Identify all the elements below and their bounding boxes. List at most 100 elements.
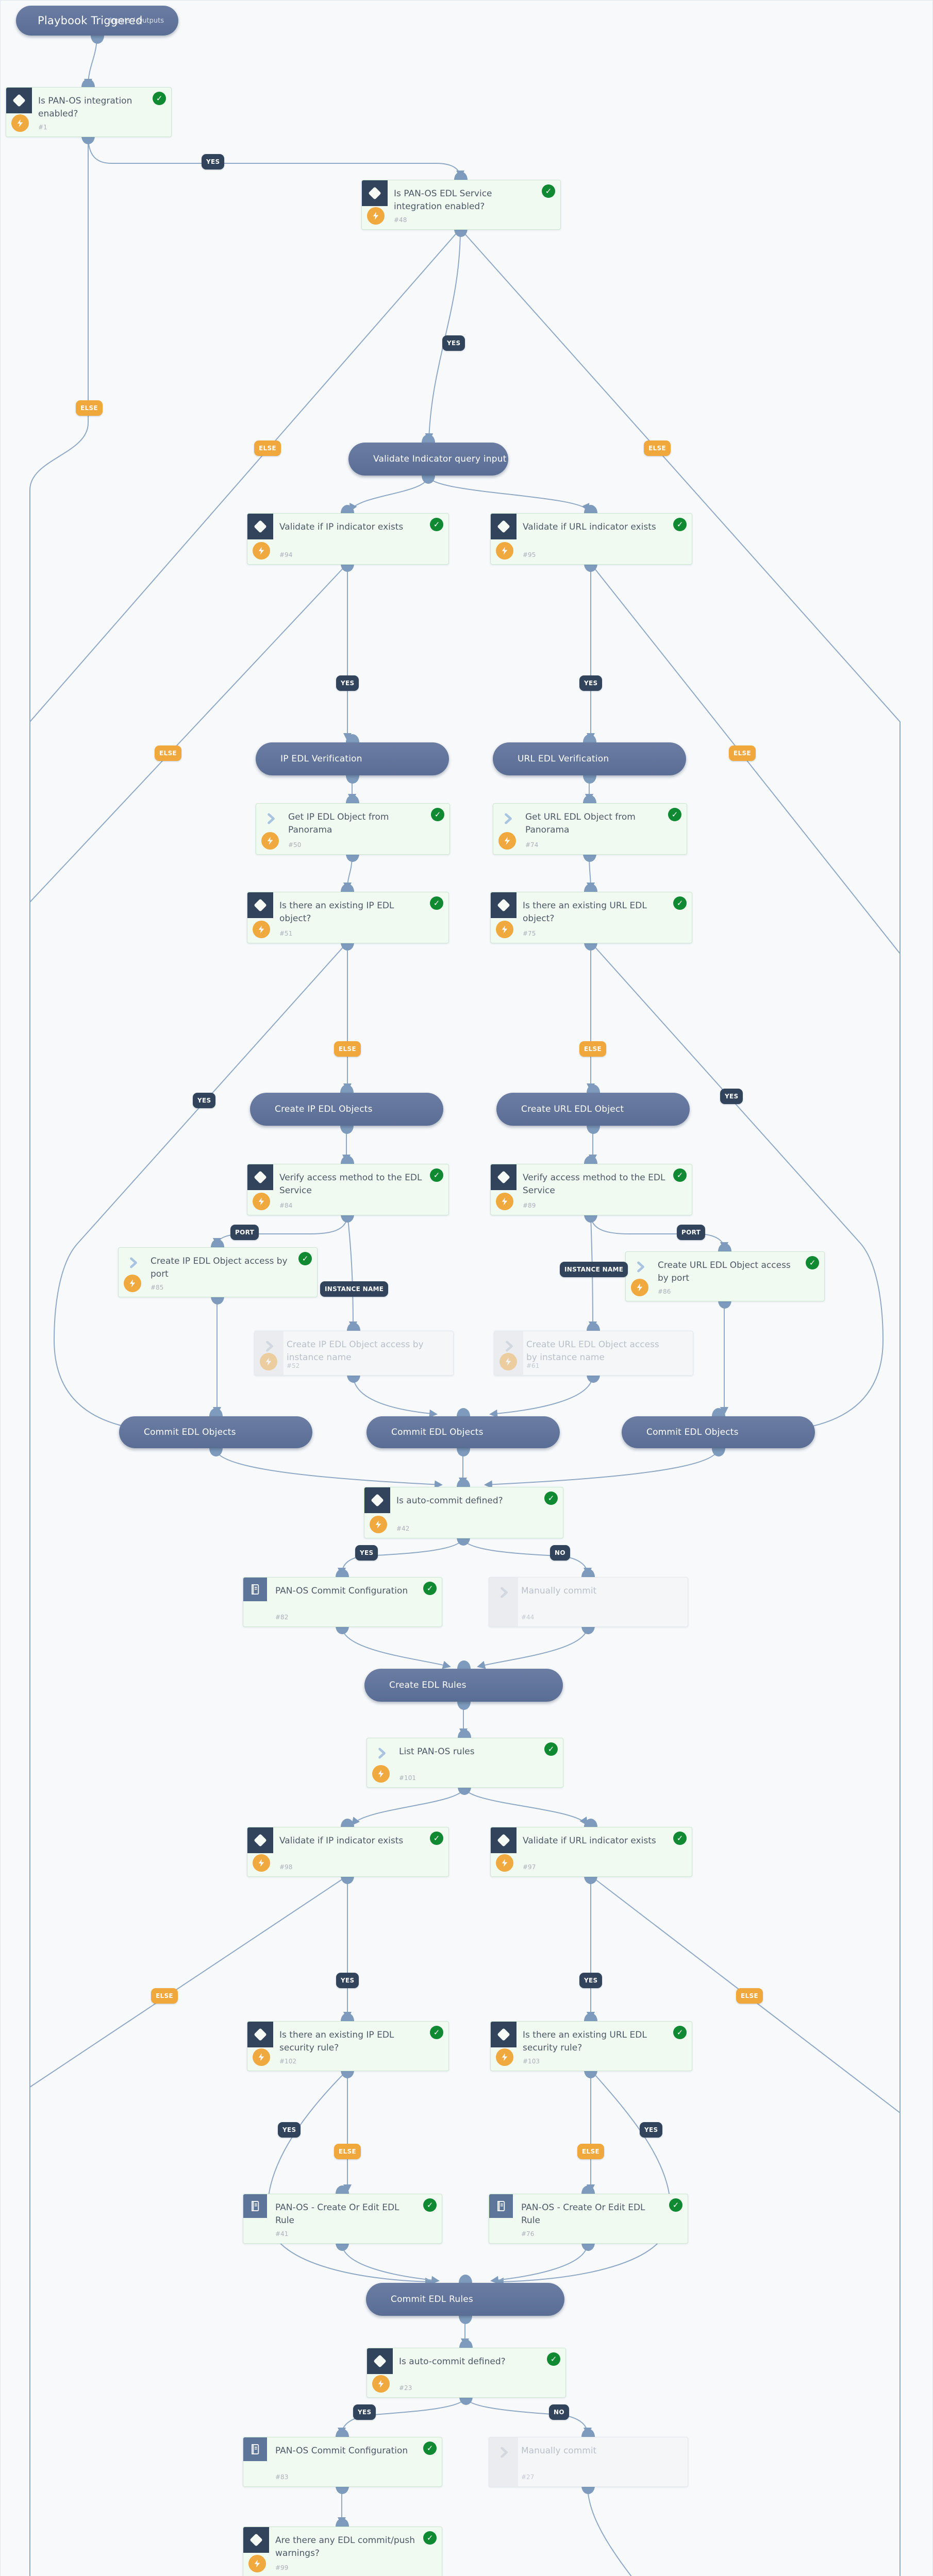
success-check-icon: ✓ <box>431 808 444 821</box>
flow-edge <box>590 1214 728 1250</box>
section-sec_curl[interactable]: Create URL EDL Object <box>496 1093 690 1126</box>
task-t82[interactable]: ✓PAN-OS Commit Configuration#82 <box>243 1577 442 1627</box>
edge-label-yes: YES <box>193 1093 216 1108</box>
condition-icon <box>243 2527 269 2553</box>
edge-label-text: ELSE <box>648 445 666 452</box>
condition-icon <box>491 1164 517 1190</box>
task-id-label: #48 <box>394 216 407 224</box>
automation-chevron-icon <box>502 812 515 825</box>
edge-label-yes: YES <box>336 675 359 691</box>
section-sec_cr[interactable]: Create EDL Rules <box>364 1669 563 1702</box>
condition-icon <box>367 2348 393 2374</box>
section-sec_urlv[interactable]: URL EDL Verification <box>493 742 686 775</box>
task-t75[interactable]: ✓Is there an existing URL EDL object?#75 <box>490 892 692 943</box>
edge-label-instance-name: INSTANCE NAME <box>320 1281 389 1297</box>
diamond-icon <box>497 899 510 912</box>
flow-edge <box>29 563 348 903</box>
task-t76[interactable]: ✓PAN-OS - Create Or Edit EDL Rule#76 <box>489 2194 688 2244</box>
task-title: PAN-OS - Create Or Edit EDL Rule <box>275 2202 399 2226</box>
task-title: Validate if IP indicator exists <box>279 1836 404 1846</box>
edge-label-text: YES <box>644 2126 658 2133</box>
task-t95[interactable]: ✓Validate if URL indicator exists#95 <box>490 513 692 565</box>
edge-label-text: ELSE <box>582 2148 599 2155</box>
edge-label-text: PORT <box>681 1229 701 1236</box>
task-t61[interactable]: Create URL EDL Object access by instance… <box>494 1331 693 1376</box>
section-title: Commit EDL Objects <box>391 1427 484 1437</box>
quiet-mode-lightning-icon <box>496 542 513 560</box>
task-title: Create IP EDL Object access by instance … <box>287 1340 424 1363</box>
automation-chevron-icon <box>263 1340 276 1353</box>
task-title: Verify access method to the EDL Service <box>279 1173 422 1196</box>
task-t86[interactable]: ✓Create URL EDL Object access by port#86 <box>625 1251 825 1301</box>
task-t1[interactable]: ✓Is PAN-OS integration enabled?#1 <box>6 87 172 137</box>
inputs-outputs-link[interactable]: Inputs / Outputs <box>109 16 164 25</box>
task-t98[interactable]: ✓Validate if IP indicator exists#98 <box>247 1827 449 1877</box>
section-sec_cmr[interactable]: Commit EDL Rules <box>366 2283 564 2316</box>
flow-edge <box>338 2396 466 2436</box>
success-check-icon: ✓ <box>423 1582 437 1595</box>
edge-label-text: ELSE <box>259 445 276 452</box>
edge-label-yes: YES <box>202 154 225 170</box>
section-sec_coc[interactable]: Commit EDL Objects <box>366 1416 560 1448</box>
task-t85[interactable]: ✓Create IP EDL Object access by port#85 <box>118 1247 318 1297</box>
task-t23[interactable]: ✓Is auto-commit defined?#23 <box>366 2348 566 2398</box>
section-sec_cor[interactable]: Commit EDL Objects <box>622 1416 815 1448</box>
section-sec_cip[interactable]: Create IP EDL Objects <box>250 1093 443 1126</box>
task-t94[interactable]: ✓Validate if IP indicator exists#94 <box>247 513 449 565</box>
task-t42[interactable]: ✓Is auto-commit defined?#42 <box>364 1487 563 1538</box>
task-title: Validate if URL indicator exists <box>523 522 656 532</box>
task-t103[interactable]: ✓Is there an existing URL EDL security r… <box>490 2021 692 2071</box>
task-t99[interactable]: ✓Are there any EDL commit/push warnings?… <box>243 2527 442 2576</box>
quiet-mode-lightning-icon <box>11 114 29 132</box>
success-check-icon: ✓ <box>153 92 166 105</box>
flow-edge <box>465 2396 592 2436</box>
task-id-label: #41 <box>275 2230 289 2238</box>
flow-edge <box>587 2485 632 2576</box>
section-title: Commit EDL Rules <box>391 2294 473 2304</box>
task-t101[interactable]: ✓List PAN-OS rules#101 <box>366 1738 563 1788</box>
flow-edge <box>338 1537 463 1576</box>
diamond-icon <box>254 1171 267 1184</box>
task-t41[interactable]: ✓PAN-OS - Create Or Edit EDL Rule#41 <box>243 2194 442 2244</box>
task-title: Is there an existing IP EDL object? <box>279 901 394 924</box>
task-t74[interactable]: ✓Get URL EDL Object from Panorama#74 <box>493 803 687 855</box>
task-t27[interactable]: Manually commit#27 <box>489 2437 688 2487</box>
task-t44[interactable]: Manually commit#44 <box>489 1577 688 1627</box>
edge-label-text: YES <box>206 158 220 165</box>
task-t83[interactable]: ✓PAN-OS Commit Configuration#83 <box>243 2437 442 2487</box>
task-t52[interactable]: Create IP EDL Object access by instance … <box>254 1331 454 1376</box>
flow-edge <box>341 1625 451 1669</box>
task-icon-strip <box>255 1331 284 1375</box>
flow-edge <box>462 1537 592 1576</box>
section-sec_vq[interactable]: Validate Indicator query input <box>348 443 508 476</box>
section-sec_ipv[interactable]: IP EDL Verification <box>256 742 449 775</box>
condition-icon <box>247 514 273 539</box>
task-t84[interactable]: ✓Verify access method to the EDL Service… <box>247 1164 449 1215</box>
task-t48[interactable]: ✓Is PAN-OS EDL Service integration enabl… <box>361 180 561 230</box>
flow-edge <box>88 135 464 179</box>
edge-label-port: PORT <box>230 1225 259 1240</box>
task-t102[interactable]: ✓ Is there an existing IP EDL security ru… <box>247 2021 449 2071</box>
edge-label-text: ELSE <box>80 404 98 412</box>
success-check-icon: ✓ <box>669 2198 682 2212</box>
task-t51[interactable]: ✓Is there an existing IP EDL object?#51 <box>247 892 449 943</box>
edge-label-else: ELSE <box>736 1988 763 2004</box>
task-title: Is there an existing IP EDL security rul… <box>279 2030 394 2053</box>
success-check-icon: ✓ <box>542 184 555 198</box>
task-t89[interactable]: ✓Verify access method to the EDL Service… <box>490 1164 692 1215</box>
task-title: Create IP EDL Object access by port <box>151 1256 288 1279</box>
task-id-label: #103 <box>523 2058 540 2065</box>
success-check-icon: ✓ <box>430 2026 443 2039</box>
diamond-icon <box>12 94 26 107</box>
task-id-label: #23 <box>399 2384 412 2392</box>
task-t97[interactable]: ✓Validate if URL indicator exists#97 <box>490 1827 692 1877</box>
flow-edge <box>347 1214 357 1330</box>
automation-chevron-icon <box>264 812 278 825</box>
flow-edge <box>353 1374 438 1418</box>
task-t50[interactable]: ✓Get IP EDL Object from Panorama#50 <box>256 803 450 855</box>
edge-label-text: ELSE <box>584 1045 602 1053</box>
edge-label-port: PORT <box>677 1225 706 1240</box>
section-sec_col[interactable]: Commit EDL Objects <box>119 1416 312 1448</box>
